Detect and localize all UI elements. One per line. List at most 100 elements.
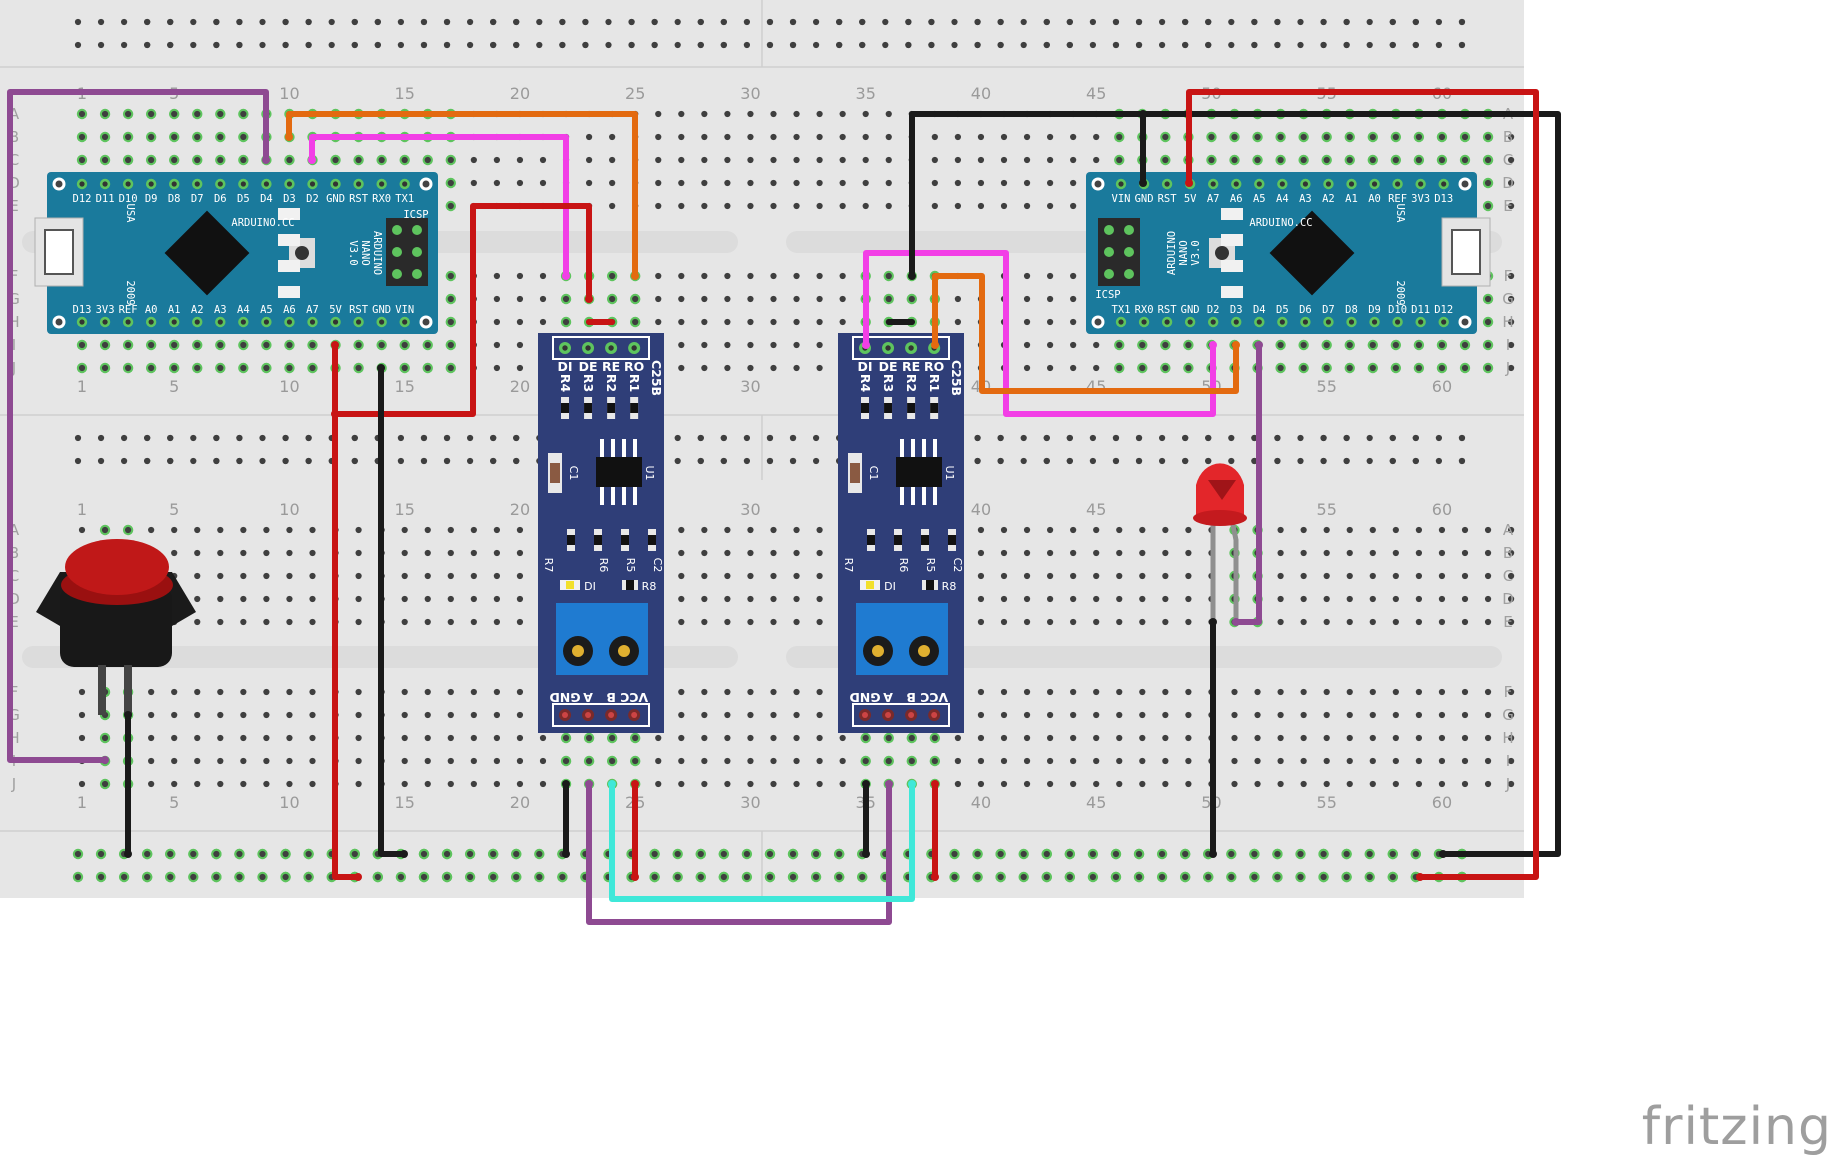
pin-label-top: D7 xyxy=(191,193,204,205)
wire-end xyxy=(262,156,270,164)
breadboard-hole xyxy=(724,295,731,303)
breadboard-hole xyxy=(583,755,595,767)
breadboard-hole xyxy=(1508,364,1515,372)
breadboard-hole xyxy=(1228,18,1235,26)
breadboard-hole xyxy=(1389,457,1396,465)
breadboard-hole xyxy=(447,526,454,534)
row-letter: H xyxy=(1502,729,1513,747)
breadboard-hole xyxy=(1047,318,1054,326)
breadboard-hole xyxy=(1089,41,1096,49)
wire-end xyxy=(862,850,870,858)
breadboard-hole xyxy=(1277,688,1284,696)
breadboard-hole xyxy=(816,179,823,187)
breadboard-hole xyxy=(447,757,454,765)
wire-end xyxy=(931,341,939,349)
usa-label: USA xyxy=(1394,204,1406,224)
breadboard-hole xyxy=(974,18,981,26)
breadboard-hole xyxy=(259,457,266,465)
breadboard-hole xyxy=(355,526,362,534)
breadboard-hole xyxy=(1508,202,1515,210)
breadboard-hole xyxy=(695,848,706,860)
breadboard-hole xyxy=(1064,848,1076,860)
breadboard-hole xyxy=(1093,618,1100,626)
breadboard-hole xyxy=(882,18,889,26)
breadboard-hole xyxy=(678,272,685,280)
breadboard-hole xyxy=(148,688,155,696)
breadboard-hole xyxy=(1415,618,1422,626)
resistor-label: R5 xyxy=(624,558,637,573)
breadboard-hole xyxy=(1070,618,1077,626)
breadboard-hole xyxy=(972,871,983,883)
breadboard-hole xyxy=(1484,595,1492,603)
breadboard-hole xyxy=(1323,780,1330,788)
breadboard-hole xyxy=(1346,595,1353,603)
breadboard-hole xyxy=(1366,457,1373,465)
breadboard-hole xyxy=(211,871,222,883)
breadboard-hole xyxy=(701,272,708,280)
breadboard-hole xyxy=(882,41,889,49)
breadboard-hole xyxy=(263,595,270,603)
year-label: 2009 xyxy=(124,280,136,305)
breadboard-hole xyxy=(747,711,754,719)
breadboard-hole xyxy=(605,41,612,49)
wire-end xyxy=(585,295,593,303)
breadboard-hole xyxy=(424,572,431,580)
breadboard-hole xyxy=(954,734,962,742)
breadboard-hole xyxy=(72,871,84,883)
breadboard-hole xyxy=(1162,711,1169,719)
breadboard-hole xyxy=(1323,595,1330,603)
breadboard-hole xyxy=(816,780,823,788)
breadboard-hole xyxy=(194,526,201,534)
breadboard-hole xyxy=(1482,316,1494,328)
pin-label-bottom: A2 xyxy=(191,304,204,316)
breadboard-hole xyxy=(1413,339,1425,351)
breadboard-hole xyxy=(188,871,199,883)
pin-label-top: RST xyxy=(349,193,369,205)
breadboard-hole xyxy=(1137,362,1148,374)
breadboard-hole xyxy=(720,41,727,49)
breadboard-hole xyxy=(122,131,134,143)
breadboard-hole xyxy=(770,179,777,187)
breadboard-hole xyxy=(401,711,408,719)
pin-label-top: A1 xyxy=(1345,193,1358,205)
breadboard-hole xyxy=(165,871,176,883)
breadboard-hole xyxy=(263,734,270,742)
breadboard-hole xyxy=(701,133,708,141)
breadboard-hole xyxy=(764,848,776,860)
breadboard-hole xyxy=(1160,154,1171,166)
breadboard-hole xyxy=(929,732,941,744)
breadboard-hole xyxy=(720,457,727,465)
breadboard-hole xyxy=(286,572,293,580)
breadboard-hole xyxy=(516,156,524,164)
column-number: 40 xyxy=(971,500,991,519)
model-line: NANO xyxy=(1178,240,1190,265)
breadboard-hole xyxy=(1023,688,1031,696)
breadboard-hole xyxy=(1162,688,1169,696)
breadboard-hole xyxy=(1369,780,1376,788)
row-letter: G xyxy=(1502,290,1514,308)
resistor-label-text: R1 xyxy=(627,374,642,392)
pin-label-top: D10 xyxy=(119,193,138,205)
column-number: 40 xyxy=(971,84,991,103)
breadboard-hole xyxy=(1087,848,1099,860)
breadboard-hole xyxy=(513,18,520,26)
wire-end xyxy=(1232,618,1240,626)
breadboard-hole xyxy=(649,871,660,883)
breadboard-hole xyxy=(217,595,224,603)
breadboard-hole xyxy=(215,131,226,143)
breadboard-hole xyxy=(1093,364,1100,372)
column-number: 5 xyxy=(169,377,179,396)
breadboard-hole xyxy=(839,110,846,118)
breadboard-hole xyxy=(724,202,731,210)
breadboard-hole xyxy=(490,434,497,442)
resistor-label-text: R6 xyxy=(897,558,910,573)
resistor-label: R1 xyxy=(927,374,942,392)
breadboard-hole xyxy=(1438,734,1446,742)
column-number: 20 xyxy=(510,793,530,812)
breadboard-hole xyxy=(1298,154,1309,166)
breadboard-hole xyxy=(1183,362,1194,374)
breadboard-hole xyxy=(1346,572,1353,580)
button-leg xyxy=(124,665,132,715)
breadboard-hole xyxy=(766,434,774,442)
